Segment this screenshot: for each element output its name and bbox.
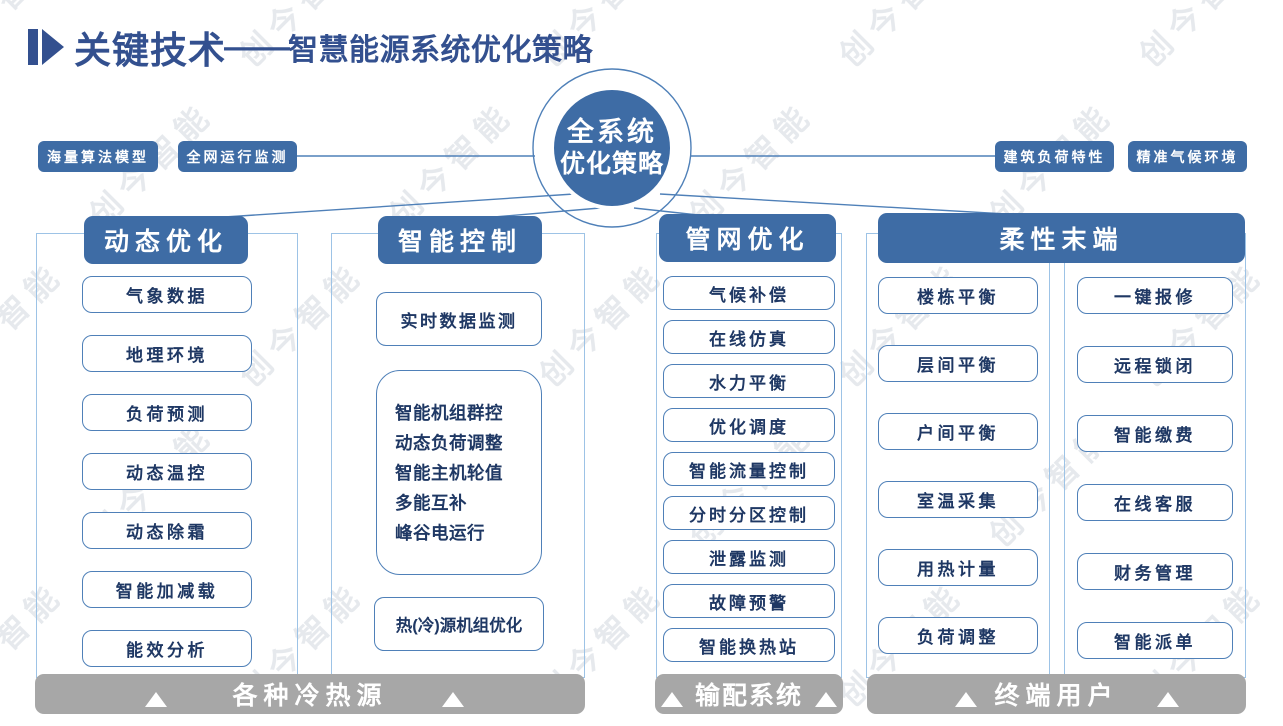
footer-bar-heat-sources: 各种冷热源 (35, 664, 585, 714)
item-leak-monitoring: 泄露监测 (663, 540, 835, 574)
side-label-network-monitoring: 全网运行监测 (178, 141, 297, 172)
side-label-algorithm-models: 海量算法模型 (38, 141, 158, 172)
group-item-host-rotation: 智能主机轮值 (395, 462, 503, 483)
footer-bar-end-users: 终端用户 (867, 664, 1246, 714)
item-finance-management: 财务管理 (1077, 553, 1233, 590)
item-hydraulic-balance: 水力平衡 (663, 364, 835, 398)
column4-right-items: 一键报修 远程锁闭 智能缴费 在线客服 财务管理 智能派单 (1064, 277, 1246, 659)
item-one-key-repair: 一键报修 (1077, 277, 1233, 314)
item-energy-analysis: 能效分析 (82, 630, 252, 667)
item-geography-env: 地理环境 (82, 335, 252, 372)
item-weather-data: 气象数据 (82, 276, 252, 313)
item-fault-warning: 故障预警 (663, 584, 835, 618)
item-smart-loading: 智能加减载 (82, 571, 252, 608)
column3-items: 气候补偿 在线仿真 水力平衡 优化调度 智能流量控制 分时分区控制 泄露监测 故… (656, 276, 842, 662)
footer-bar-label: 终端用户 (994, 682, 1119, 710)
side-label-climate-env: 精准气候环境 (1128, 141, 1247, 172)
title-icon-bar (28, 29, 38, 65)
column2-group-box: 智能机组群控 动态负荷调整 智能主机轮值 多能互补 峰谷电运行 (376, 370, 542, 575)
up-arrow-icon (1157, 664, 1179, 714)
column4-left-items: 楼栋平衡 层间平衡 户间平衡 室温采集 用热计量 负荷调整 (866, 277, 1050, 654)
up-arrow-icon (955, 664, 977, 714)
item-online-service: 在线客服 (1077, 484, 1233, 521)
item-smart-flow-control: 智能流量控制 (663, 452, 835, 486)
column4-header: 柔性末端 (878, 213, 1245, 263)
item-floor-balance: 层间平衡 (878, 345, 1038, 382)
item-climate-compensation: 气候补偿 (663, 276, 835, 310)
item-household-balance: 户间平衡 (878, 413, 1038, 450)
group-item-multi-energy: 多能互补 (395, 492, 467, 513)
group-item-dynamic-load-adjust: 动态负荷调整 (395, 432, 503, 453)
group-item-peak-valley-power: 峰谷电运行 (395, 522, 485, 543)
item-source-unit-optimization: 热(冷)源机组优化 (374, 597, 544, 651)
column1-header: 动态优化 (84, 216, 248, 264)
item-remote-lock: 远程锁闭 (1077, 346, 1233, 383)
item-smart-payment: 智能缴费 (1077, 415, 1233, 452)
up-arrow-icon (661, 664, 683, 714)
play-marker-icon (28, 29, 64, 65)
item-dynamic-defrost: 动态除霜 (82, 512, 252, 549)
group-item-unit-cluster-control: 智能机组群控 (395, 402, 503, 423)
up-arrow-icon (442, 664, 464, 714)
item-optimal-dispatch: 优化调度 (663, 408, 835, 442)
item-load-forecast: 负荷预测 (82, 394, 252, 431)
item-smart-heat-station: 智能换热站 (663, 628, 835, 662)
up-arrow-icon (145, 664, 167, 714)
column1-items: 气象数据 地理环境 负荷预测 动态温控 动态除霜 智能加减载 能效分析 (36, 276, 298, 667)
column3-header: 管网优化 (659, 214, 836, 262)
item-time-zone-control: 分时分区控制 (663, 496, 835, 530)
footer-bar-distribution-system: 输配系统 (655, 664, 843, 714)
footer-bar-label: 各种冷热源 (232, 682, 388, 710)
page-title-main: 关键技术 (74, 30, 226, 71)
item-smart-dispatch: 智能派单 (1077, 622, 1233, 659)
item-online-simulation: 在线仿真 (663, 320, 835, 354)
page-title-separator: —— (224, 28, 290, 65)
page-title-sub: 智慧能源系统优化策略 (288, 34, 593, 67)
item-realtime-monitoring: 实时数据监测 (376, 292, 542, 346)
item-load-adjustment: 负荷调整 (878, 617, 1038, 654)
item-dynamic-temp: 动态温控 (82, 453, 252, 490)
center-node: 全系统 优化策略 (550, 86, 674, 210)
side-label-building-load: 建筑负荷特性 (995, 141, 1114, 172)
title-icon-triangle (42, 29, 64, 65)
page-title-row: 关键技术 —— 智慧能源系统优化策略 (28, 20, 593, 74)
item-building-balance: 楼栋平衡 (878, 277, 1038, 314)
footer-bar-label: 输配系统 (694, 682, 803, 710)
up-arrow-icon (815, 664, 837, 714)
item-heat-metering: 用热计量 (878, 549, 1038, 586)
item-room-temp-collect: 室温采集 (878, 481, 1038, 518)
center-node-line1: 全系统 (567, 117, 657, 147)
column2-header: 智能控制 (378, 216, 542, 264)
center-node-line2: 优化策略 (559, 150, 664, 178)
